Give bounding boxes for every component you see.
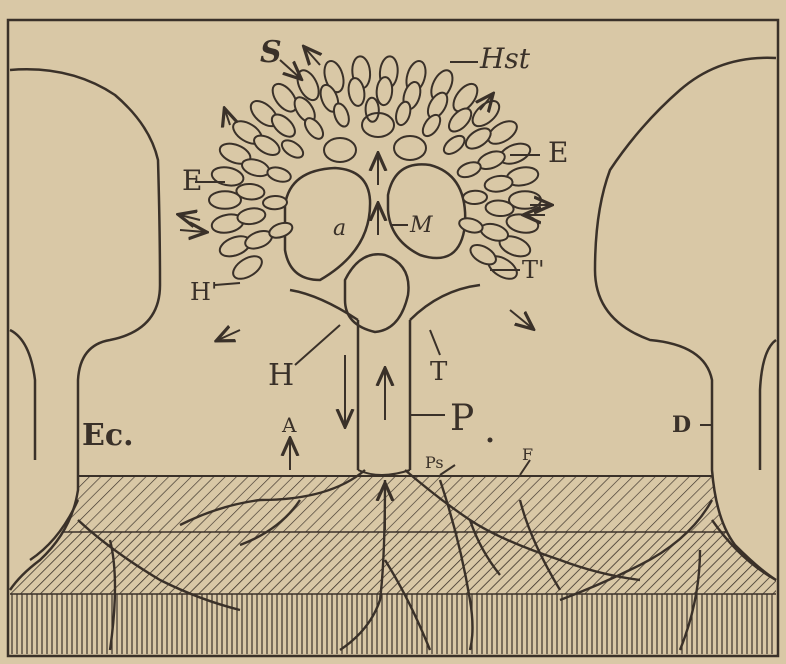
leaf [376,77,393,106]
label-H: H [268,358,294,393]
label-F: F [522,445,533,464]
leaf [267,220,294,241]
tree-branches [290,285,480,320]
crown-cell-small [394,136,426,160]
leaf [236,206,266,226]
leaf [210,165,245,188]
leaf [458,216,485,235]
label-P: P [450,398,474,439]
leaf [456,159,483,180]
crown-cell-right [388,164,465,258]
arrow-left-in [180,230,205,232]
leaf [331,101,352,128]
arrow-S-out [305,48,320,65]
flow-arrows [180,48,550,530]
soil-layer-bottom [10,594,776,654]
leaf [365,98,379,122]
soil-layer-middle [10,532,776,594]
leaf [462,124,494,152]
leaf [479,221,510,244]
label-Ps: Ps [425,453,444,472]
arrow-lower-right [510,310,532,328]
leaf [484,174,514,194]
label-E-left: E [182,164,202,197]
label-T-prime: T' [522,256,545,284]
leaf [441,132,468,157]
label-T: T [430,357,448,387]
label-Ec: Ec. [82,418,134,453]
leaf [266,165,293,184]
label-A: A [281,413,297,437]
leaf [263,196,287,210]
crown-cell-center [345,254,409,332]
label-Hst: Hst [479,42,531,75]
label-M: M [409,213,433,238]
label-D: D [672,412,691,438]
arrow-top-left [225,110,230,125]
label-S: S [260,35,282,70]
label-E-right: E [548,136,568,169]
soil-layer-top [10,476,776,532]
soil-strata [10,476,776,654]
leaf [240,156,271,179]
leaf [419,112,443,139]
label-H-prime: H' [190,278,218,306]
arrow-lower-left [218,330,240,340]
leaf [394,100,413,127]
arrow-S-in [280,60,300,78]
leaf [445,105,475,136]
arrow-left-out [180,215,200,220]
leaf [463,190,487,204]
crown-cell-small [324,138,356,162]
leaf [279,137,306,161]
label-a: a [333,216,346,241]
tree-leaves [209,56,541,284]
